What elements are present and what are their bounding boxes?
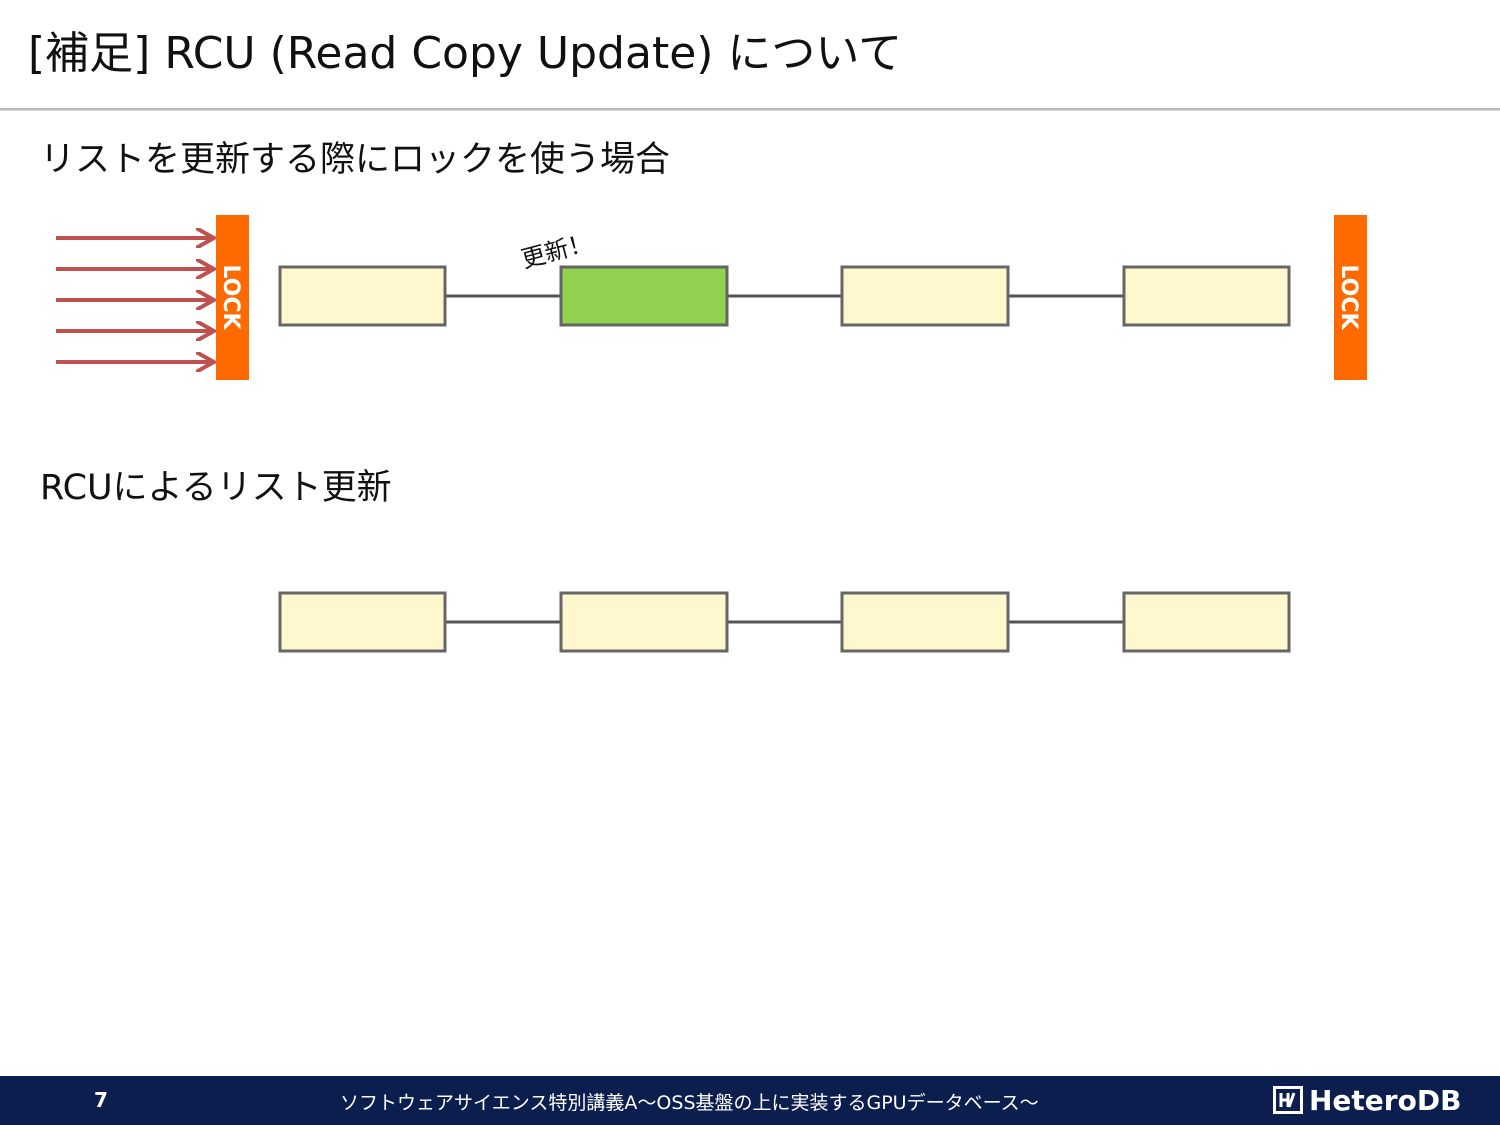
section-heading-lock: リストを更新する際にロックを使う場合 (40, 140, 671, 180)
heterodb-logo-icon (1273, 1086, 1303, 1114)
list-node (559, 591, 729, 653)
locked-list (278, 265, 1291, 327)
list-node (1122, 265, 1291, 327)
list-node (840, 591, 1010, 653)
lock-bar-left (216, 215, 249, 380)
heterodb-logo: HeteroDB (1273, 1083, 1462, 1117)
lock-label-left: LOCK (218, 264, 243, 330)
lock-bar-right (1334, 215, 1367, 380)
page-number: 7 (94, 1088, 108, 1112)
page-title: [補足] RCU (Read Copy Update) について (28, 28, 903, 79)
list-node (1122, 591, 1291, 653)
logo-text: HeteroDB (1309, 1083, 1462, 1117)
reader-arrows (56, 238, 212, 362)
list-node (840, 265, 1010, 327)
list-node (278, 591, 447, 653)
lock-label-right: LOCK (1336, 264, 1361, 330)
title-divider (0, 108, 1500, 111)
footer-course-title: ソフトウェアサイエンス特別講義A～OSS基盤の上に実装するGPUデータベース～ (340, 1092, 1039, 1114)
list-node (278, 265, 447, 327)
rcu-list (278, 591, 1291, 653)
list-node-updated (559, 265, 729, 327)
section-heading-rcu: RCUによるリスト更新 (40, 468, 392, 508)
footer-bar: 7 ソフトウェアサイエンス特別講義A～OSS基盤の上に実装するGPUデータベース… (0, 1076, 1500, 1125)
